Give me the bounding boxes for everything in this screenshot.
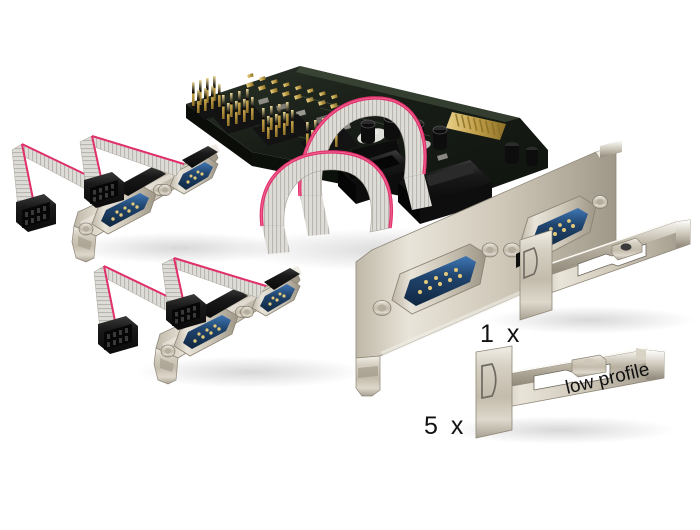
- idc-connector: [16, 194, 56, 232]
- low-profile-bracket-upper: [516, 219, 691, 321]
- pcie-edge-connector: [446, 112, 506, 140]
- db9-port-b2-1: [160, 306, 249, 358]
- idc-connector: [166, 294, 206, 330]
- ribbon-cable-loop-upper: [298, 96, 427, 197]
- serial-bracket-assembly-2: [93, 257, 302, 385]
- quantity-label-1x: 1 x: [480, 320, 523, 348]
- jackscrew: [503, 195, 608, 258]
- ribbon-cable-b1-b: [79, 135, 185, 208]
- idc-connector: [98, 316, 138, 354]
- ribbon-cable-loop-lower: [259, 150, 393, 233]
- card-slot-bracket: [355, 140, 622, 397]
- db9-port-card-1: [372, 242, 499, 316]
- jackscrew: [372, 242, 499, 316]
- serial-bracket-assembly-1: [11, 135, 220, 263]
- low-profile-bracket-lower: [475, 345, 665, 439]
- db9-port-b1-2: [158, 155, 219, 196]
- ribbon-cable-b2-b: [161, 257, 267, 330]
- db9-port-b1-1: [78, 184, 167, 236]
- ribbon-cable-vertical: [262, 174, 432, 254]
- idc-connector: [84, 172, 124, 208]
- quantity-label-5x: 5 x: [424, 412, 467, 440]
